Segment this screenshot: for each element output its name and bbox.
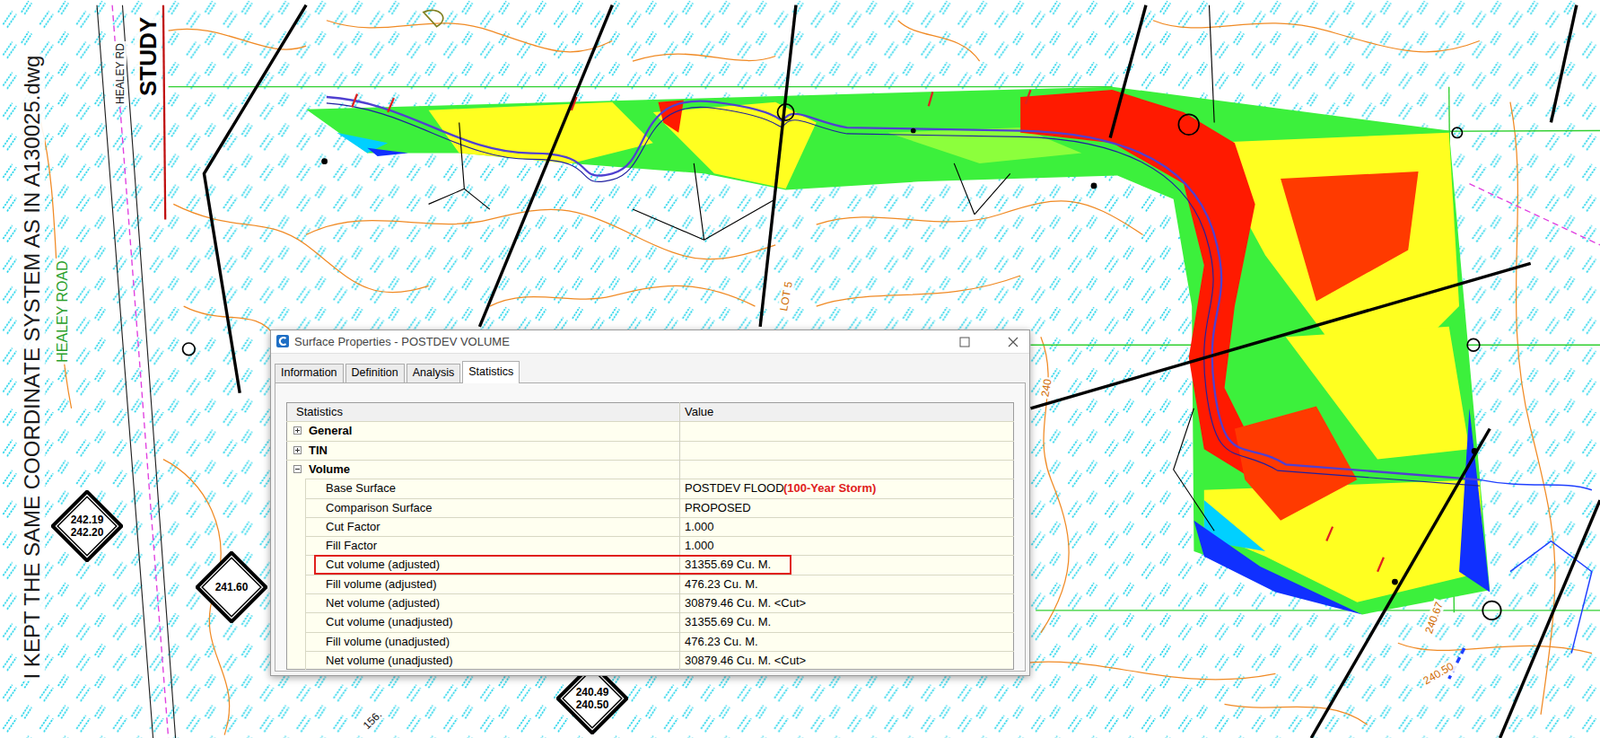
dialog-title: Surface Properties - POSTDEV VOLUME bbox=[294, 334, 510, 349]
property-value: PROPOSED bbox=[684, 500, 752, 515]
property-name: Net volume (adjusted) bbox=[325, 595, 440, 610]
property-value: 31355.69 Cu. M. bbox=[684, 614, 771, 629]
dialog-window: Surface Properties - POSTDEV VOLUME Stati… bbox=[270, 329, 1031, 676]
elevation-value: 240.49 bbox=[576, 685, 610, 699]
close-button bbox=[1007, 336, 1019, 348]
property-name: Fill Factor bbox=[325, 538, 377, 552]
elevation-value: 242.19 bbox=[70, 513, 105, 526]
tab-label: Information bbox=[280, 366, 338, 380]
property-tab: Statistics bbox=[462, 360, 520, 384]
row-line bbox=[286, 440, 1015, 442]
property-value: 1.000 bbox=[684, 519, 715, 534]
row-line bbox=[305, 535, 1015, 537]
tab-label: Definition bbox=[351, 366, 399, 380]
property-name: Cut Factor bbox=[325, 519, 381, 534]
property-name: Cut volume (adjusted) bbox=[325, 557, 440, 571]
row-line bbox=[305, 516, 1015, 518]
property-tab: Definition bbox=[345, 363, 405, 383]
row-line bbox=[305, 631, 1015, 633]
table-header bbox=[287, 402, 1014, 421]
row-line bbox=[305, 574, 1015, 576]
property-name: Cut volume (unadjusted) bbox=[325, 614, 454, 629]
map-annotation: I KEPT THE SAME COORDINATE SYSTEM AS IN … bbox=[19, 53, 45, 682]
property-name: Base Surface bbox=[325, 480, 396, 495]
row-line bbox=[286, 459, 1015, 461]
row-line bbox=[286, 420, 1015, 422]
group-name: TIN bbox=[308, 443, 328, 457]
property-value: 1.000 bbox=[684, 538, 715, 552]
expand-toggle bbox=[293, 426, 302, 435]
property-tab: Information bbox=[274, 363, 344, 383]
row-line bbox=[305, 478, 1015, 480]
row-line bbox=[305, 612, 1015, 613]
column-header: Statistics bbox=[296, 404, 343, 419]
property-value: (100-Year Storm) bbox=[783, 480, 876, 495]
property-value: 476.23 Cu. M. bbox=[684, 577, 759, 591]
maximize-button bbox=[959, 336, 971, 348]
app-icon bbox=[276, 334, 289, 348]
indent-line bbox=[305, 478, 307, 670]
elevation-diamond: 242.19242.20 bbox=[51, 489, 123, 562]
property-value: 31355.69 Cu. M. bbox=[684, 557, 771, 571]
group-name: General bbox=[308, 423, 352, 438]
row-line bbox=[305, 593, 1015, 595]
property-tab: Analysis bbox=[406, 363, 462, 383]
property-value: POSTDEV FLOOD bbox=[684, 480, 785, 495]
row-line bbox=[305, 650, 1015, 652]
tab-label: Statistics bbox=[468, 365, 514, 379]
property-value: 476.23 Cu. M. bbox=[684, 634, 759, 648]
row-line bbox=[305, 498, 1015, 499]
elevation-value: 241.60 bbox=[215, 580, 249, 594]
map-annotation: HEALEY RD bbox=[113, 41, 127, 106]
map-annotation: HEALEY ROAD bbox=[54, 258, 71, 365]
property-value: 30879.46 Cu. M. <Cut> bbox=[684, 595, 806, 610]
expand-toggle bbox=[293, 445, 302, 455]
group-name: Volume bbox=[308, 462, 350, 476]
tab-label: Analysis bbox=[412, 366, 455, 380]
map-annotation: STUDY bbox=[134, 15, 162, 98]
column-line bbox=[679, 402, 681, 670]
property-name: Net volume (unadjusted) bbox=[325, 653, 454, 667]
elevation-value: 240.50 bbox=[576, 698, 610, 711]
elevation-diamond: 241.60 bbox=[195, 550, 268, 623]
elevation-value: 242.20 bbox=[70, 525, 105, 539]
property-value: 30879.46 Cu. M. <Cut> bbox=[684, 653, 806, 667]
column-header: Value bbox=[684, 404, 714, 419]
expand-toggle bbox=[293, 464, 302, 473]
property-name: Comparison Surface bbox=[325, 500, 433, 515]
property-name: Fill volume (unadjusted) bbox=[325, 634, 450, 648]
property-name: Fill volume (adjusted) bbox=[325, 577, 438, 591]
